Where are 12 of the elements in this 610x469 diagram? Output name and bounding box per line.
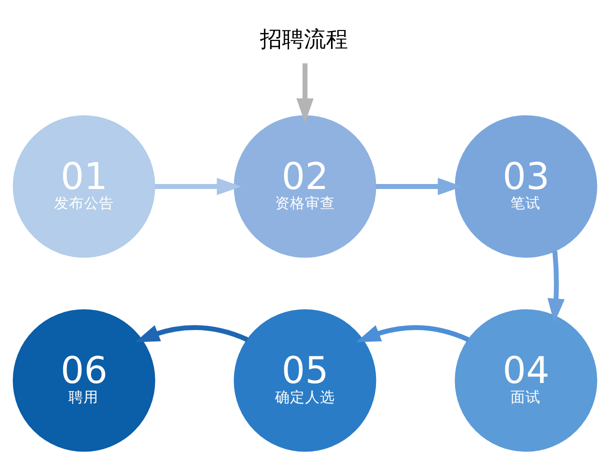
arrow [296, 62, 314, 123]
arrow [548, 250, 565, 323]
arrow [154, 177, 242, 195]
node-circle: 04 面试 [454, 308, 598, 452]
node-text: 招聘流程 [260, 26, 348, 52]
arrow [356, 324, 470, 342]
node-circle: 05 确定人选 [234, 308, 376, 452]
node-circle: 03 笔试 [454, 114, 598, 258]
arrow [134, 324, 248, 342]
node-circle: 02 资格审查 [234, 114, 376, 258]
node-circle: 01 发布公告 [12, 114, 156, 258]
node-circle: 06 聘用 [12, 308, 156, 452]
